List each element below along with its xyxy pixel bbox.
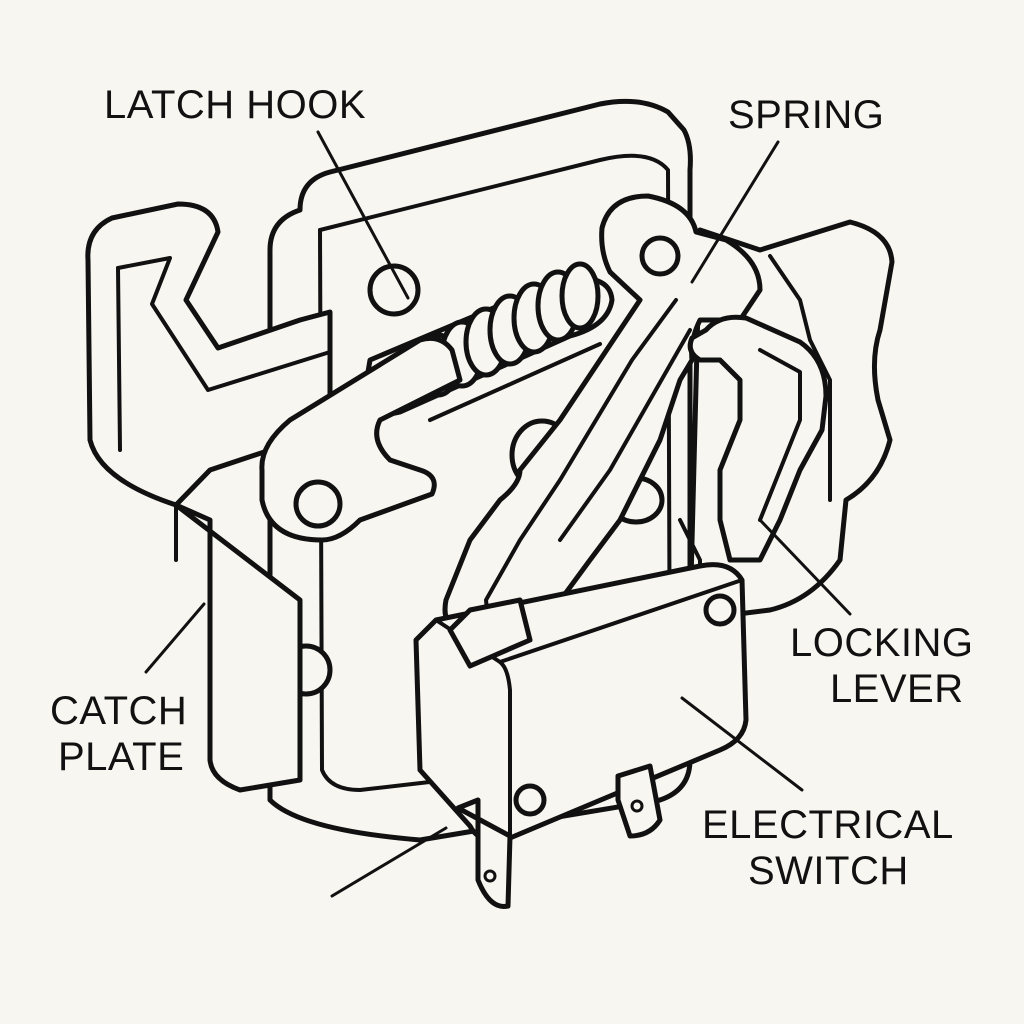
link-plate (259, 335, 602, 543)
switch-terminal-left (455, 797, 513, 909)
leader-catch-plate (144, 602, 206, 674)
label-latch-hook: LATCH HOOK (104, 82, 366, 128)
leader-electrical-switch (680, 696, 804, 792)
label-electrical-switch-line2: SWITCH (748, 849, 909, 893)
link-pivot-hole (293, 479, 343, 529)
mount-hole-upper (367, 263, 421, 317)
label-spring: SPRING (728, 92, 884, 138)
label-spring-text: SPRING (728, 93, 885, 137)
label-catch-plate-line2: PLATE (58, 735, 185, 779)
label-electrical-switch-line1: ELECTRICAL (702, 803, 954, 847)
switch-screw-bottom (513, 783, 547, 817)
label-latch-hook-text: LATCH HOOK (104, 83, 367, 127)
locking-lever (442, 193, 829, 644)
leader-terminal (330, 826, 448, 898)
label-electrical-switch: ELECTRICAL SWITCH (702, 802, 954, 894)
label-catch-plate-line1: CATCH (50, 689, 188, 733)
latch-hook (85, 201, 333, 508)
leader-locking-lever (758, 518, 852, 616)
label-locking-lever-line2: LEVER (829, 667, 964, 711)
lever-pivot-hole (639, 235, 681, 277)
label-locking-lever-line1: LOCKING (790, 621, 974, 665)
label-catch-plate: CATCH PLATE (50, 688, 187, 780)
electrical-switch (413, 562, 749, 909)
leader-spring (690, 140, 780, 284)
label-locking-lever: LOCKING LEVER (790, 620, 974, 712)
switch-screw-top (703, 593, 737, 627)
leader-latch-hook (316, 130, 410, 300)
